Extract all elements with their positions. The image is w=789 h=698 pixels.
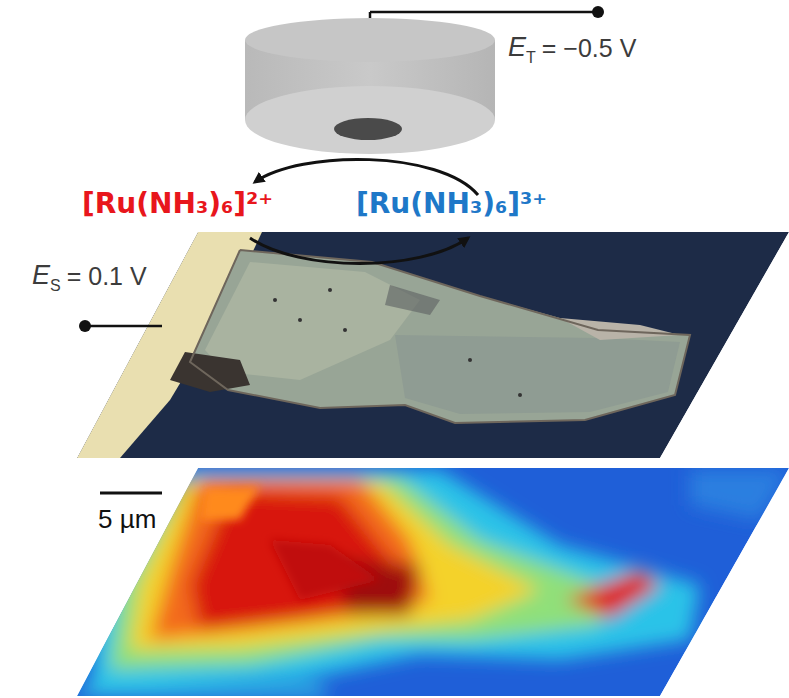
potential-subscript: T: [526, 50, 536, 66]
potential-symbol: E: [32, 262, 50, 289]
optical-image: [77, 232, 789, 458]
potential-subscript: S: [50, 278, 61, 294]
scale-bar: [100, 492, 162, 495]
sample-wire: [79, 320, 162, 332]
secm-tip: [245, 18, 495, 154]
species-label: [Ru(NH₃)₆]³⁺: [356, 190, 547, 218]
scale-label: 5 µm: [98, 506, 156, 532]
secm-map: [77, 468, 789, 696]
species-label: [Ru(NH₃)₆]²⁺: [82, 190, 273, 218]
potential-value: = −0.5 V: [542, 36, 637, 61]
oxidation-arrow: [250, 238, 468, 264]
potential-symbol: E: [508, 34, 526, 61]
potential-value: = 0.1 V: [67, 264, 147, 289]
